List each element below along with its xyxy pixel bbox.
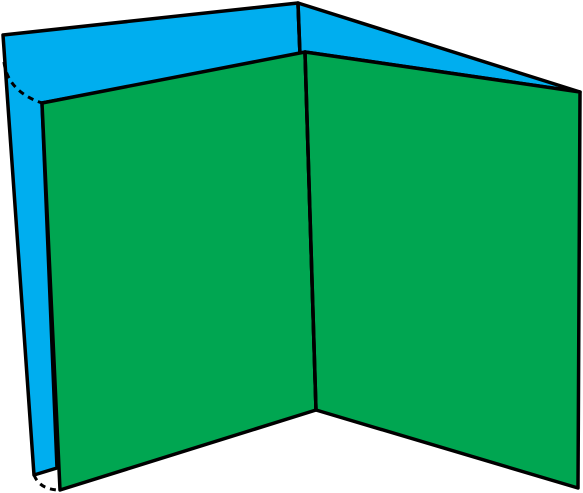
front-folder-spine [303,51,318,411]
back-folder-hidden-curve-top [2,61,43,105]
front-folder-left-panel [40,50,318,492]
front-folder-right-panel [303,50,582,490]
front-folder [40,50,582,492]
back-folder-hidden-curve-bottom [32,474,58,492]
back-folder-spine [296,2,302,56]
